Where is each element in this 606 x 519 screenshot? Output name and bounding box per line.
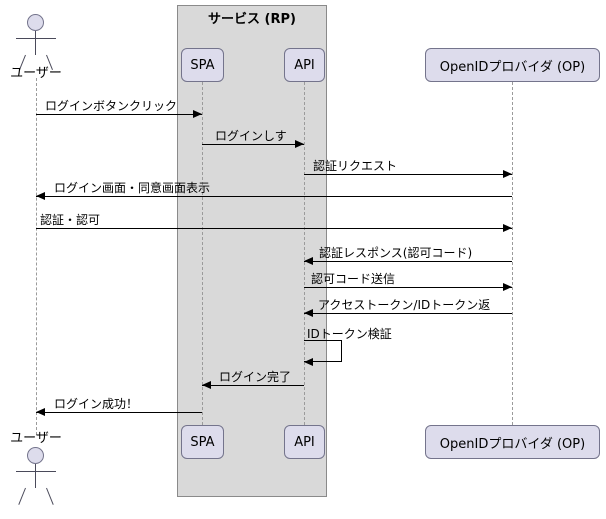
- actor-head-user-top: [27, 14, 44, 31]
- message-line-3: [304, 174, 512, 175]
- participant-op-top[interactable]: OpenIDプロバイダ (OP): [425, 48, 600, 82]
- message-line-4: [36, 196, 512, 197]
- lifeline-op: [512, 82, 513, 425]
- actor-arms-user-bottom: [16, 471, 56, 472]
- participant-spa-bottom[interactable]: SPA: [181, 425, 224, 459]
- actor-leg-right-user-bottom: [46, 487, 54, 505]
- actor-body-user-bottom: [35, 464, 36, 488]
- actor-label-user-bottom: ユーザー: [10, 431, 62, 446]
- actor-body-user-top: [35, 31, 36, 55]
- message-label-9: IDトークン検証: [307, 327, 392, 341]
- message-label-5: 認証・認可: [40, 213, 101, 227]
- arrow-head-6: [304, 257, 313, 265]
- actor-head-user-bottom: [27, 447, 44, 464]
- lifeline-spa: [202, 82, 203, 425]
- participant-op-bottom[interactable]: OpenIDプロバイダ (OP): [425, 425, 600, 459]
- message-label-6: 認証レスポンス(認可コード): [319, 246, 473, 260]
- arrow-head-7: [503, 283, 512, 291]
- arrow-head-10: [202, 381, 211, 389]
- arrow-head-3: [503, 170, 512, 178]
- message-line-8: [304, 313, 512, 314]
- message-label-10: ログイン完了: [219, 370, 292, 384]
- message-label-1: ログインボタンクリック: [45, 99, 178, 113]
- arrow-head-2: [295, 140, 304, 148]
- arrow-head-4: [36, 192, 45, 200]
- arrow-head-11: [36, 408, 45, 416]
- message-label-3: 認証リクエスト: [313, 159, 398, 173]
- arrow-head-1: [193, 110, 202, 118]
- message-label-2: ログインしす: [215, 129, 287, 143]
- message-label-8: アクセストークン/IDトークン返: [318, 298, 491, 312]
- message-line-2: [202, 144, 304, 145]
- participant-api-top[interactable]: API: [284, 48, 325, 82]
- message-label-11: ログイン成功！: [54, 397, 139, 411]
- message-label-4: ログイン画面・同意画面表示: [54, 181, 211, 195]
- message-line-7: [304, 287, 512, 288]
- message-line-1: [36, 114, 202, 115]
- message-line-11: [36, 412, 202, 413]
- participant-api-bottom[interactable]: API: [284, 425, 325, 459]
- message-line-5: [36, 228, 512, 229]
- actor-arms-user-top: [16, 38, 56, 39]
- message-line-10: [202, 385, 304, 386]
- actor-leg-left-user-bottom: [18, 487, 26, 505]
- lifeline-user: [36, 78, 37, 435]
- actor-label-user-top: ユーザー: [10, 66, 62, 81]
- arrow-head-9: [304, 358, 313, 366]
- message-line-6: [304, 261, 512, 262]
- self-message-loop-9: [304, 340, 342, 362]
- message-label-7: 認可コード送信: [311, 272, 396, 286]
- lifeline-api: [304, 82, 305, 425]
- participant-spa-top[interactable]: SPA: [181, 48, 224, 82]
- arrow-head-8: [304, 309, 313, 317]
- arrow-head-5: [503, 224, 512, 232]
- group-title-label: サービス (RP): [208, 12, 296, 27]
